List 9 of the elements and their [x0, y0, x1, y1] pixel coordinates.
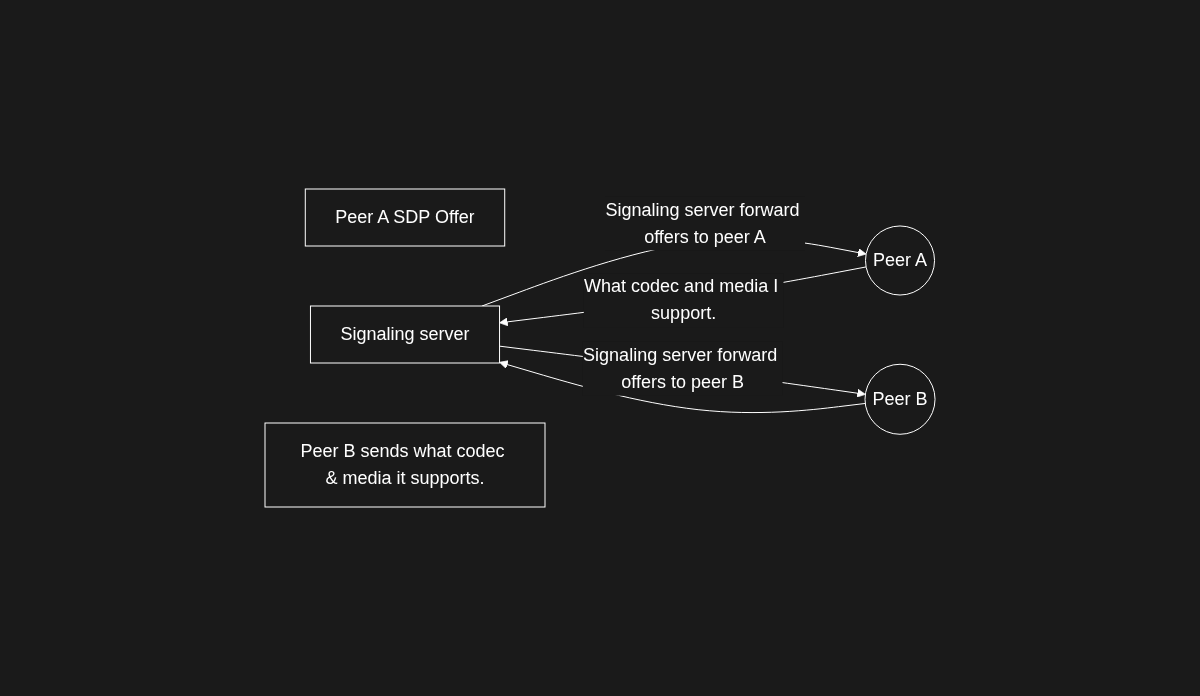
edge-label: Signaling server forward offers to peer B	[583, 344, 778, 392]
node-circle: Peer A	[865, 225, 935, 296]
edge-label: What codec and media I support.	[584, 276, 779, 324]
node-box: Signaling server	[309, 305, 500, 364]
node-box: Peer B sends what codec & media it supports.	[264, 422, 546, 508]
arrow	[499, 360, 866, 414]
node-box: Peer A SDP Offer	[304, 188, 506, 247]
edge-label: Signaling server forward offers to peer A	[605, 199, 800, 247]
node-circle: Peer B	[864, 363, 936, 435]
